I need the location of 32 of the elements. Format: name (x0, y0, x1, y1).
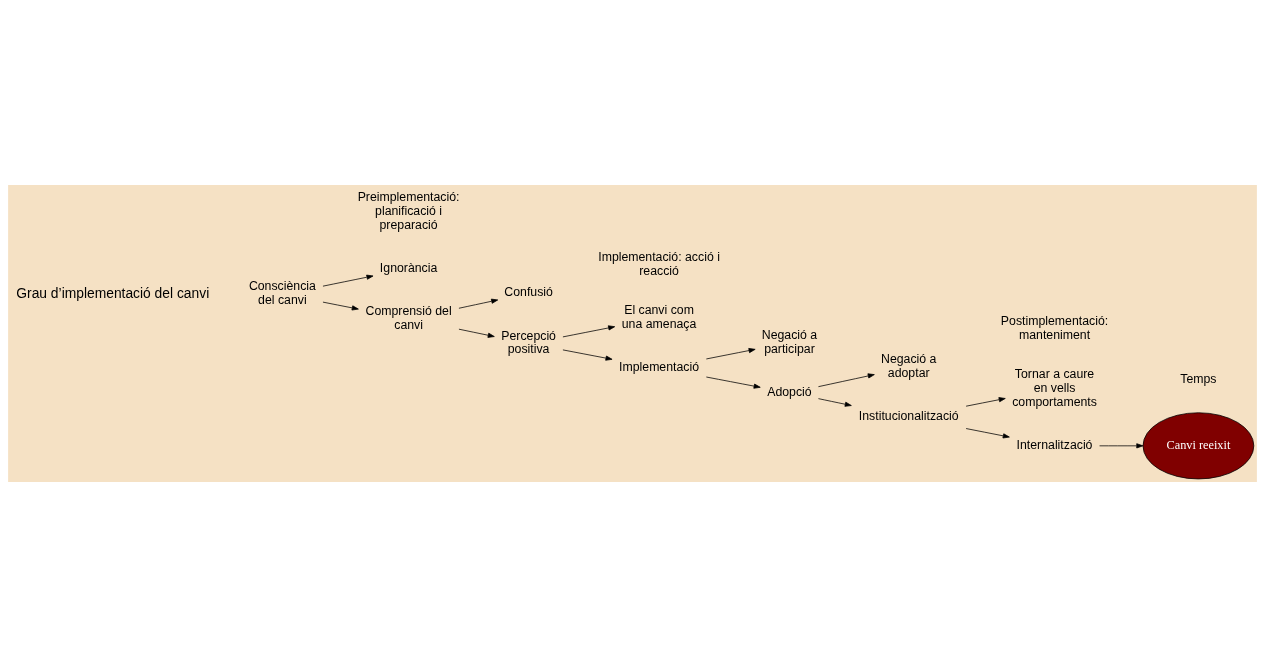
label: Postimplementació: manteniment (1000, 313, 1109, 342)
arrow (562, 349, 613, 361)
arrow (965, 396, 1006, 407)
node-text: El canvi com una amenaça (621, 302, 697, 331)
label: Grau d’implementació del canvi (16, 284, 210, 301)
arrow (1099, 442, 1144, 448)
arrow (818, 397, 852, 407)
node-text: Negació a adoptar (881, 351, 937, 380)
arrow (322, 274, 374, 287)
arrow (322, 301, 359, 310)
label: Implementació: acció i reacció (598, 249, 720, 278)
node-text: Internalització (1016, 437, 1093, 452)
arrow (818, 372, 875, 387)
arrow (705, 347, 756, 359)
node-text: Ignorància (379, 260, 438, 275)
node-text: Percepció positiva (501, 328, 556, 356)
node-text: Implementació (619, 359, 700, 374)
label: Preimplementació: planificació i preparació (357, 189, 460, 232)
node-text: Negació a participar (761, 327, 818, 356)
node-text: Comprensió del canvi (365, 303, 452, 332)
arrow (458, 328, 495, 338)
node-text: Consciència del canvi (248, 278, 316, 307)
label: Temps (1180, 371, 1217, 386)
node-text: Adopció (767, 384, 812, 399)
arrow (705, 376, 761, 389)
arrow (562, 324, 616, 337)
node-text: Tornar a caure en vells comportaments (1012, 366, 1097, 409)
arrow (458, 298, 499, 309)
node-text: Confusió (504, 284, 553, 299)
node-ellipse: Canvi reeixit (1142, 411, 1255, 479)
node-text: Institucionalització (858, 408, 959, 423)
arrow (965, 427, 1010, 438)
